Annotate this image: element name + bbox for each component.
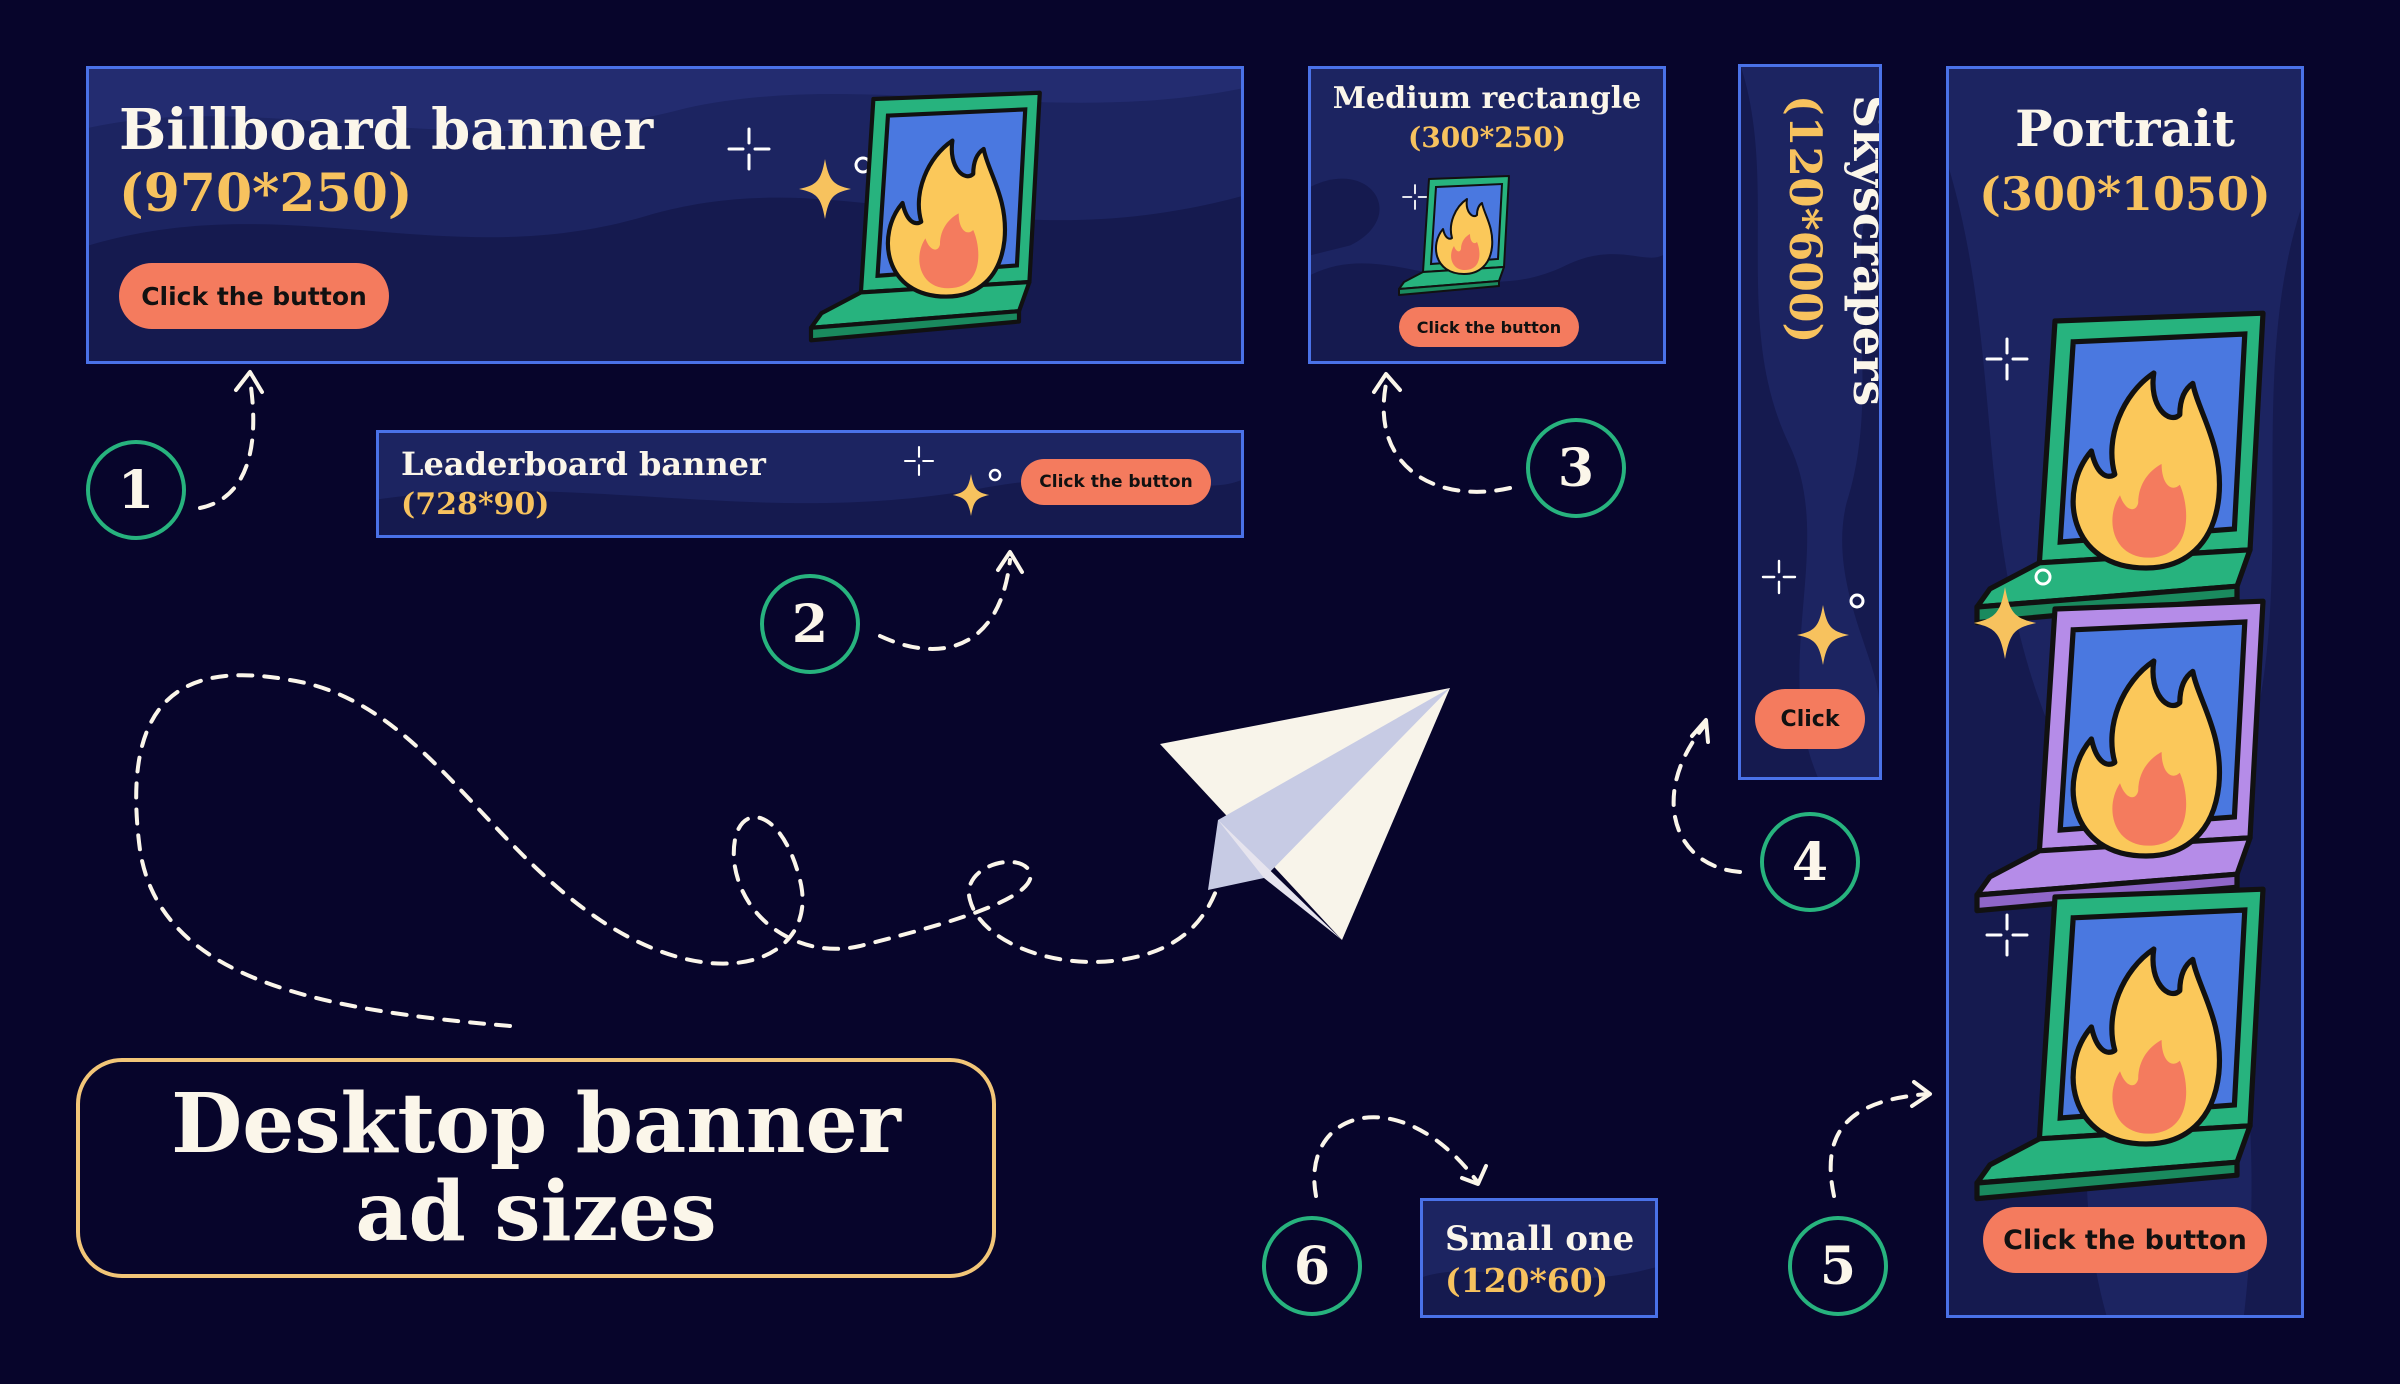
background-wave: [1423, 1267, 1655, 1315]
laptop-fire-icon: [1398, 175, 1510, 296]
flight-path: [134, 673, 1222, 1028]
portrait-click-button[interactable]: Click the button: [1983, 1207, 2267, 1273]
number-badge-5: 5: [1788, 1216, 1888, 1316]
billboard-banner: Billboard banner (970*250) Click the but…: [86, 66, 1244, 364]
leaderboard-banner: Leaderboard banner (728*90) Click the bu…: [376, 430, 1244, 538]
dashed-arrow-icon: [1671, 722, 1742, 874]
headline-line-1: Desktop banner: [171, 1076, 901, 1172]
small-banner: Small one (120*60): [1420, 1198, 1658, 1318]
sparkle-icon: [1402, 184, 1428, 210]
skyscraper-size: (120*600): [1779, 95, 1830, 344]
small-title: Small one: [1445, 1219, 1635, 1259]
sparkle-icon: [1973, 568, 2052, 659]
skyscraper-title: Skyscrapers: [1843, 95, 1882, 407]
leaderboard-title: Leaderboard banner: [401, 445, 766, 483]
background-wave: [1741, 67, 1879, 777]
medium-rectangle-banner: Medium rectangle (300*250) Click the but…: [1308, 66, 1666, 364]
number-badge-4: 4: [1760, 812, 1860, 912]
laptop-fire-icon: [1977, 321, 1978, 322]
dashed-arrow-icon: [198, 378, 256, 510]
dashed-arrow-icon: [1312, 1115, 1478, 1198]
sparkle-icon: [952, 468, 1002, 516]
sparkle-icon: [1985, 337, 2029, 381]
portrait-size: (300*1050): [1979, 167, 2271, 221]
medium-rectangle-size: (300*250): [1407, 121, 1567, 154]
number-badge-2: 2: [760, 574, 860, 674]
laptop-fire-icon: [1977, 609, 1978, 610]
paper-plane-icon: [1160, 688, 1450, 940]
leaderboard-size: (728*90): [401, 487, 550, 522]
leaderboard-click-button[interactable]: Click the button: [1021, 459, 1211, 505]
dashed-arrow-icon: [878, 558, 1012, 651]
skyscraper-banner: Skyscrapers (120*600) Click: [1738, 64, 1882, 780]
sparkle-icon: [903, 445, 935, 477]
skyscraper-click-button[interactable]: Click: [1755, 689, 1865, 749]
medium-rectangle-click-button[interactable]: Click the button: [1399, 307, 1579, 347]
dashed-arrow-icon: [1381, 382, 1512, 494]
headline-line-2: ad sizes: [355, 1164, 717, 1260]
small-size: (120*60): [1445, 1261, 1609, 1300]
sparkle-icon: [799, 156, 872, 219]
billboard-click-button[interactable]: Click the button: [119, 263, 389, 329]
medium-rectangle-title: Medium rectangle: [1332, 81, 1642, 116]
sparkle-icon: [727, 127, 771, 171]
number-badge-1: 1: [86, 440, 186, 540]
number-badge-3: 3: [1526, 418, 1626, 518]
portrait-banner: Portrait (300*1050) Click the button: [1946, 66, 2304, 1318]
sparkle-icon: [1761, 559, 1797, 595]
laptop-fire-icon: [811, 99, 812, 100]
laptop-fire-icon: [1977, 897, 1978, 898]
number-badge-6: 6: [1262, 1216, 1362, 1316]
billboard-title: Billboard banner: [119, 97, 654, 163]
sparkle-icon: [1985, 913, 2029, 957]
sparkle-icon: [1797, 593, 1865, 665]
dashed-arrow-icon: [1828, 1092, 1930, 1198]
headline-box: Desktop banner ad sizes: [76, 1058, 996, 1278]
billboard-size: (970*250): [119, 163, 413, 224]
portrait-title: Portrait: [2015, 99, 2235, 158]
